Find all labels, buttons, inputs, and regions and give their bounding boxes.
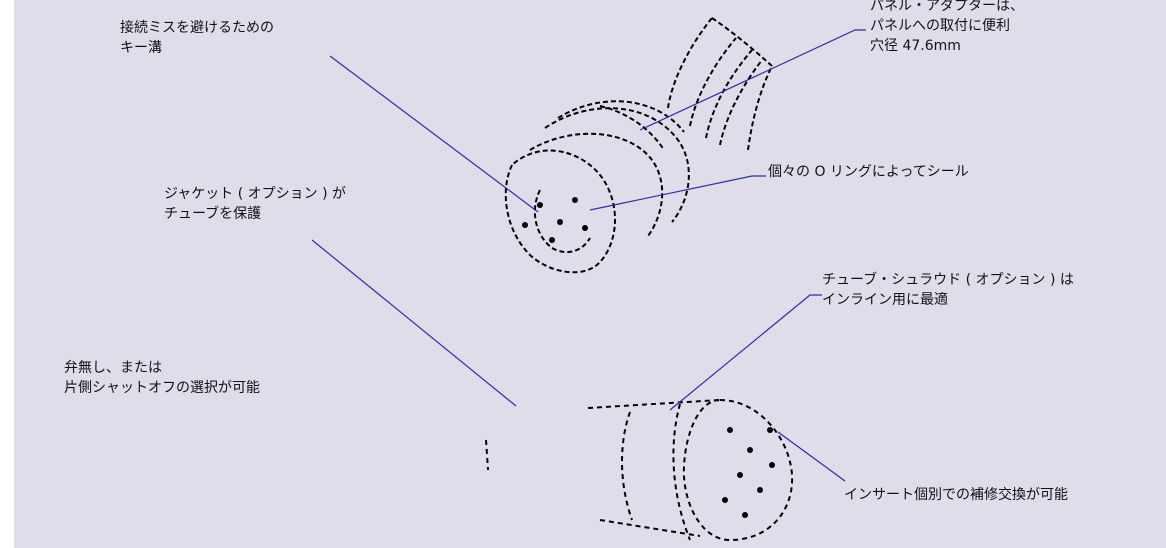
upper-connector-pins (522, 197, 588, 243)
front-face-inner (533, 189, 591, 254)
leader-panel-adapter (639, 29, 866, 131)
leader-insert (777, 431, 846, 482)
label-line: 片側シャットオフの選択が可能 (64, 380, 260, 396)
label-key-groove: 接続ミスを避けるための キー溝 (120, 18, 274, 58)
tube-line-1 (689, 37, 737, 127)
label-line: 弁無し、または (64, 360, 162, 376)
pin (549, 237, 555, 243)
pin (557, 219, 563, 225)
lower-connector-pins (722, 427, 775, 518)
pin (769, 462, 775, 468)
pin (742, 512, 748, 518)
label-jacket: ジャケット ( オプション ) が チューブを保護 (164, 184, 346, 224)
label-line: インライン用に最適 (822, 292, 948, 308)
lower-connector-drawing (485, 398, 794, 542)
pin (537, 202, 543, 208)
tube-jacket-right (747, 65, 773, 151)
label-line: チューブを保護 (164, 206, 262, 222)
leader-key-groove (329, 55, 539, 213)
front-face (504, 149, 616, 274)
tube-jacket-top (711, 17, 773, 67)
label-line: ジャケット ( オプション ) が (164, 186, 347, 202)
label-tube-shroud: チューブ・シュラウド ( オプション ) は インライン用に最適 (822, 270, 1074, 310)
ring-4 (599, 105, 665, 151)
label-valve: 弁無し、または 片側シャットオフの選択が可能 (64, 358, 260, 398)
leader-jacket (311, 239, 517, 407)
pin (522, 222, 528, 228)
lower-front-face (682, 398, 794, 542)
pin (737, 472, 743, 478)
label-insert: インサート個別での補修交換が可能 (844, 485, 1068, 505)
ring-3 (529, 132, 664, 237)
tube-line-2 (705, 49, 753, 139)
pin (747, 447, 753, 453)
label-line: 個々の O リングによってシール (768, 164, 969, 180)
shroud-bottom (599, 519, 701, 537)
label-line: パネルへの取付に便利 (870, 18, 1010, 34)
shroud-top (587, 399, 721, 409)
tube-jacket-left (667, 17, 713, 109)
connector-illustration (311, 17, 866, 542)
tube-line-3 (719, 59, 763, 146)
label-line: インサート個別での補修交換が可能 (844, 487, 1068, 503)
upper-connector-drawing (504, 17, 773, 274)
leader-o-ring (589, 175, 766, 211)
ring-1 (544, 107, 690, 223)
label-line: チューブ・シュラウド ( オプション ) は (822, 272, 1074, 288)
label-panel-adapter: パネル・アダプターは、 パネルへの取付に便利 穴径 47.6mm (870, 0, 1024, 56)
diagram-canvas: 接続ミスを避けるための キー溝 パネル・アダプターは、 パネルへの取付に便利 穴… (14, 0, 1166, 548)
pin (722, 497, 728, 503)
label-o-ring: 個々の O リングによってシール (768, 162, 969, 182)
pin (757, 487, 763, 493)
pin (572, 197, 578, 203)
pin (727, 427, 733, 433)
label-line: 穴径 47.6mm (870, 38, 961, 54)
pin (767, 427, 773, 433)
shroud-mid (672, 403, 691, 541)
leader-tube-shroud (669, 294, 822, 411)
pin (582, 225, 588, 231)
label-line: パネル・アダプターは、 (870, 0, 1024, 14)
leader-lines (311, 29, 866, 482)
ring-2 (557, 100, 685, 133)
shroud-left (621, 411, 633, 521)
label-line: 接続ミスを避けるための (120, 20, 274, 36)
label-line: キー溝 (120, 40, 162, 56)
tube-stub (485, 439, 489, 471)
